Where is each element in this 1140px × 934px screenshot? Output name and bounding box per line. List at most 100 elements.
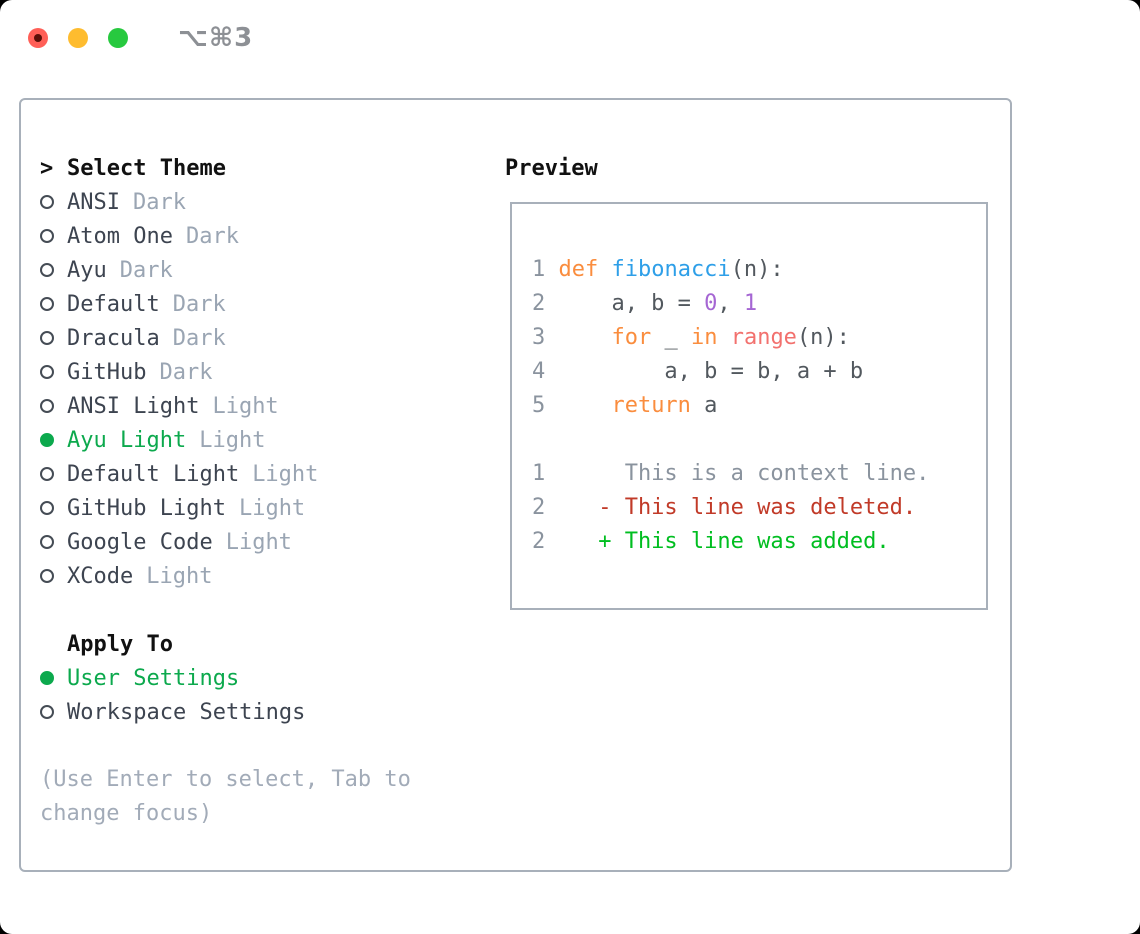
option-label: Default <box>67 291 160 317</box>
preview-title: Preview <box>505 155 598 181</box>
token-plain <box>717 325 730 350</box>
radio-selected-icon <box>40 433 67 447</box>
code-line: 1 def fibonacci(n): <box>532 253 986 287</box>
theme-option-default[interactable]: Default Dark <box>40 287 485 321</box>
token-plain: , <box>717 291 744 316</box>
window-title: ⌥⌘3 <box>178 23 254 53</box>
code-line: 2 a, b = 0, 1 <box>532 287 986 321</box>
token-kw: for <box>611 325 652 350</box>
theme-option-ansi-light[interactable]: ANSI Light Light <box>40 389 485 423</box>
radio-icon <box>40 535 67 549</box>
close-button[interactable] <box>28 28 48 48</box>
option-label: GitHub <box>67 359 147 385</box>
option-label: GitHub Light <box>67 495 226 521</box>
option-variant-label: Light <box>199 427 266 453</box>
code-line: 4 a, b = b, a + b <box>532 355 986 389</box>
minimize-button[interactable] <box>68 28 88 48</box>
token-fn: fibonacci <box>611 257 731 282</box>
token-kw: in <box>690 325 718 350</box>
token-kw: def <box>558 257 599 282</box>
radio-icon <box>40 263 67 277</box>
help-text: (Use Enter to select, Tab to change focu… <box>40 767 411 826</box>
token-num: 1 <box>743 291 758 316</box>
theme-option-google-code[interactable]: Google Code Light <box>40 525 485 559</box>
token-plain <box>598 257 611 282</box>
token-special: range <box>730 325 797 350</box>
option-label: XCode <box>67 563 134 589</box>
option-variant-label: Light <box>238 495 306 521</box>
line-number: 3 <box>532 325 546 350</box>
code-line: 2 - This line was deleted. <box>532 491 986 525</box>
zoom-button[interactable] <box>108 28 128 48</box>
option-variant-label: Light <box>212 393 279 419</box>
option-label: Workspace Settings <box>67 699 306 725</box>
line-number: 2 <box>532 529 546 554</box>
line-number: 1 <box>532 257 546 282</box>
token-plain: (n): <box>730 257 784 282</box>
option-variant-label: Dark <box>132 189 186 215</box>
token-kw: return <box>611 393 691 418</box>
radio-icon <box>40 195 67 209</box>
apply-option-workspace-settings[interactable]: Workspace Settings <box>40 695 485 729</box>
option-variant-label: Dark <box>185 223 239 249</box>
option-variant-label: Dark <box>119 257 173 283</box>
option-label: User Settings <box>67 665 240 691</box>
option-label: ANSI Light <box>67 393 200 419</box>
theme-option-atom-one[interactable]: Atom One Dark <box>40 219 485 253</box>
option-label: Ayu <box>67 257 107 283</box>
prompt-icon: > <box>40 155 54 181</box>
apply-to-header: Apply To <box>40 627 485 661</box>
theme-option-ayu-light[interactable]: Ayu Light Light <box>40 423 485 457</box>
select-theme-header: > Select Theme <box>40 151 485 185</box>
token-plain: _ <box>651 325 691 350</box>
token-plain: (n): <box>796 325 850 350</box>
option-label: ANSI <box>67 189 120 215</box>
option-label: Atom One <box>67 223 173 249</box>
code-blank-line <box>532 423 986 457</box>
theme-option-github-light[interactable]: GitHub Light Light <box>40 491 485 525</box>
radio-icon <box>40 705 67 719</box>
radio-icon <box>40 399 67 413</box>
token-plain: a, b = <box>558 291 705 316</box>
theme-option-ayu[interactable]: Ayu Dark <box>40 253 485 287</box>
radio-icon <box>40 229 67 243</box>
token-context: This is a context line. <box>558 461 930 486</box>
option-label: Dracula <box>67 325 160 351</box>
option-label: Google Code <box>67 529 213 555</box>
token-plain: a, b = b, a + b <box>558 359 864 384</box>
code-line: 2 + This line was added. <box>532 525 986 559</box>
token-plain <box>558 325 611 350</box>
radio-icon <box>40 297 67 311</box>
preview-header: Preview <box>505 151 598 185</box>
radio-icon <box>40 365 67 379</box>
option-variant-label: Light <box>225 529 292 555</box>
token-added: + This line was added. <box>558 529 890 554</box>
token-plain: a <box>690 393 718 418</box>
theme-option-ansi[interactable]: ANSI Dark <box>40 185 485 219</box>
spacer <box>40 593 485 627</box>
line-number: 5 <box>532 393 546 418</box>
option-variant-label: Dark <box>172 325 226 351</box>
line-number: 2 <box>532 495 546 520</box>
apply-option-user-settings[interactable]: User Settings <box>40 661 485 695</box>
code-line: 1 This is a context line. <box>532 457 986 491</box>
option-label: Default Light <box>67 461 240 487</box>
radio-icon <box>40 569 67 583</box>
radio-icon <box>40 501 67 515</box>
token-plain <box>558 393 611 418</box>
apply-to-title: Apply To <box>67 631 173 657</box>
spacer <box>40 729 485 763</box>
option-variant-label: Dark <box>172 291 226 317</box>
radio-icon <box>40 467 67 481</box>
option-label: Ayu Light <box>67 427 187 453</box>
line-number: 2 <box>532 291 546 316</box>
select-theme-title: Select Theme <box>67 155 226 181</box>
theme-option-dracula[interactable]: Dracula Dark <box>40 321 485 355</box>
